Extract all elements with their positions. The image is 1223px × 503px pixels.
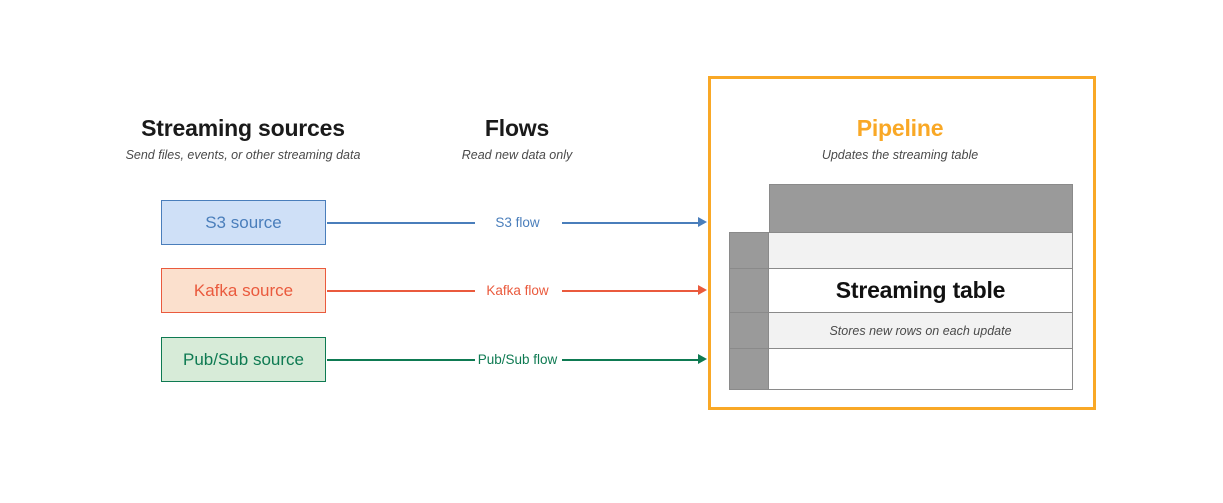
flow-label-kafka: Kafka flow xyxy=(486,283,549,298)
flow-line-s3-left xyxy=(327,222,475,224)
table-side-cell-4 xyxy=(729,348,769,390)
pipeline-boundary-box xyxy=(708,76,1096,410)
table-side-cell-3 xyxy=(729,312,769,349)
column-header-pipeline: Pipeline Updates the streaming table xyxy=(750,115,1050,163)
streaming-table-title: Streaming table xyxy=(835,277,1006,303)
column-header-streaming-sources: Streaming sources Send files, events, or… xyxy=(93,115,393,163)
table-side-cell-2 xyxy=(729,268,769,313)
streaming-sources-subtitle: Send files, events, or other streaming d… xyxy=(125,148,361,162)
source-box-s3[interactable]: S3 source xyxy=(161,200,326,245)
flow-connector-pubsub xyxy=(0,350,1223,370)
streaming-table-caption: Stores new rows on each update xyxy=(829,323,1012,338)
pipeline-subtitle: Updates the streaming table xyxy=(821,148,979,162)
table-header-row xyxy=(769,184,1073,233)
arrow-head-icon-kafka xyxy=(698,285,707,295)
flow-line-pubsub-right xyxy=(562,359,702,361)
flow-line-kafka-right xyxy=(562,290,702,292)
column-header-flows: Flows Read new data only xyxy=(417,115,617,163)
streaming-sources-title: Streaming sources xyxy=(141,115,345,141)
flow-connector-kafka xyxy=(0,281,1223,301)
arrow-head-icon-s3 xyxy=(698,217,707,227)
flow-line-s3-right xyxy=(562,222,702,224)
table-row xyxy=(768,348,1073,390)
source-box-pubsub[interactable]: Pub/Sub source xyxy=(161,337,326,382)
flow-line-pubsub-left xyxy=(327,359,475,361)
table-row: Streaming table xyxy=(768,268,1073,313)
flow-line-kafka-left xyxy=(327,290,475,292)
table-row: Stores new rows on each update xyxy=(768,312,1073,349)
arrow-head-icon-pubsub xyxy=(698,354,707,364)
source-label-s3: S3 source xyxy=(205,212,282,232)
flow-label-pubsub: Pub/Sub flow xyxy=(477,352,558,367)
table-row xyxy=(768,232,1073,269)
flow-connector-s3 xyxy=(0,213,1223,233)
table-side-cell-1 xyxy=(729,232,769,269)
source-label-pubsub: Pub/Sub source xyxy=(183,349,304,369)
flows-subtitle: Read new data only xyxy=(461,148,573,162)
source-label-kafka: Kafka source xyxy=(193,280,294,300)
source-box-kafka[interactable]: Kafka source xyxy=(161,268,326,313)
pipeline-title: Pipeline xyxy=(856,115,944,141)
flow-label-s3: S3 flow xyxy=(495,215,540,230)
flows-title: Flows xyxy=(484,115,550,141)
